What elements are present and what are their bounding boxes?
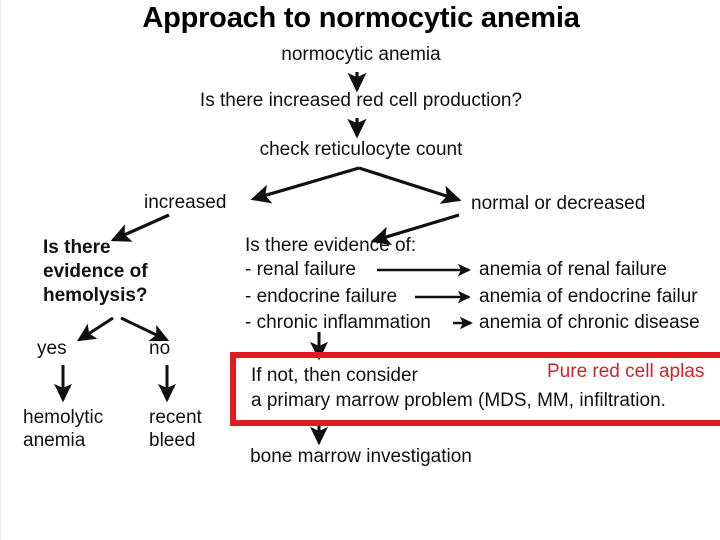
callout-red-box [230, 352, 720, 426]
arrow-split-left [250, 166, 360, 204]
callout-line-1: If not, then consider [251, 365, 418, 386]
page-title: Approach to normocytic anemia [142, 2, 580, 34]
outcome-hemolytic-anemia: hemolytic anemia [23, 407, 104, 452]
node-increased-production-question: Is there increased red cell production? [199, 90, 523, 111]
label-hemolysis-yes: yes [37, 338, 67, 359]
branch-label-normal-or-decreased: normal or decreased [471, 193, 646, 214]
evidence-item-endocrine-failure: - endocrine failure [245, 286, 398, 307]
outcome-anemia-of-renal-failure: anemia of renal failure [479, 259, 667, 280]
label-hemolysis-no: no [149, 338, 171, 359]
node-bone-marrow-investigation: bone marrow investigation [250, 446, 472, 467]
outcome-recent-bleed: recent bleed [149, 407, 202, 452]
evidence-list-heading: Is there evidence of: [245, 235, 417, 256]
callout-annotation-pure-red-cell-aplasia: Pure red cell aplas [547, 361, 705, 382]
outcome-anemia-of-chronic-disease: anemia of chronic disease [479, 312, 700, 333]
arrow-split-right [358, 166, 462, 204]
arrow-hemolysis-no [120, 316, 170, 342]
outcome-anemia-of-endocrine-failure: anemia of endocrine failur [479, 286, 698, 307]
evidence-item-renal-failure: - renal failure [245, 259, 356, 280]
node-hemolysis-question: Is there evidence of hemolysis? [43, 237, 148, 306]
callout-line-2: a primary marrow problem (MDS, MM, infil… [251, 390, 666, 411]
node-check-reticulocyte-count: check reticulocyte count [259, 139, 463, 160]
branch-label-increased: increased [144, 192, 227, 213]
evidence-item-chronic-inflammation: - chronic inflammation [245, 312, 431, 333]
arrow-hemolysis-yes [76, 316, 114, 342]
node-normocytic-anemia: normocytic anemia [281, 44, 441, 65]
